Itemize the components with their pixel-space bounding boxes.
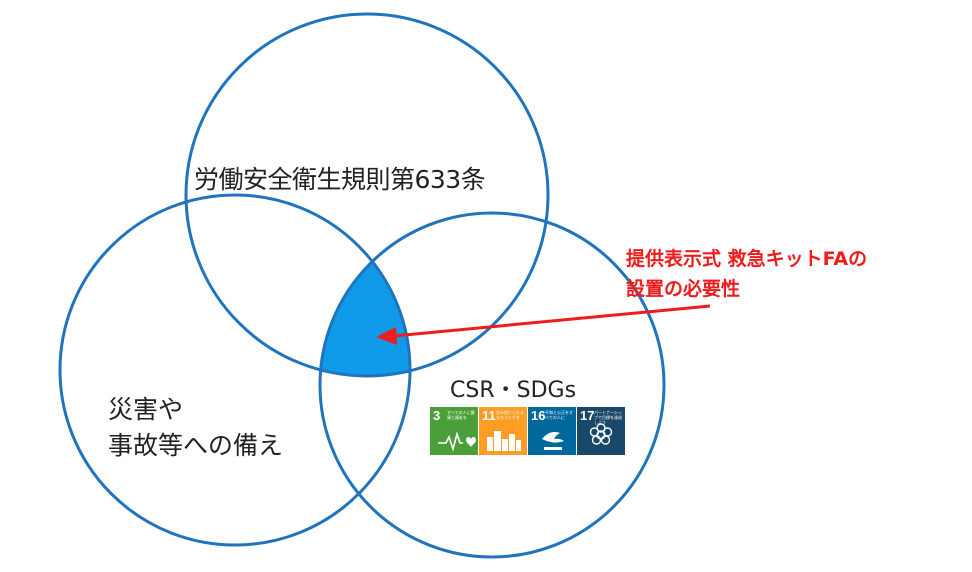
left-circle-label-line1: 災害や [108, 395, 184, 424]
callout-line1: 提供表示式 救急キットFAの [626, 248, 868, 270]
sdg-goal-16-icon: 16 平和と公正をすべての人に [528, 407, 576, 455]
left-circle-label-line2: 事故等への備え [108, 431, 284, 460]
sdg-number: 16 [531, 408, 546, 423]
city-icon [487, 431, 521, 451]
sdg-title: 住み続けられるまちづくりを [496, 410, 524, 420]
heartbeat-icon [438, 431, 476, 452]
circle-right [318, 211, 666, 559]
circle-top [184, 12, 550, 378]
callout-line2: 設置の必要性 [626, 278, 741, 300]
dove-icon [542, 431, 564, 450]
sdg-title: 平和と公正をすべての人に [545, 410, 573, 420]
left-circle-label: 災害や 事故等への備え [108, 392, 283, 464]
sdg-goal-3-icon: 3 すべての人に健康と福祉を [430, 407, 478, 455]
sdg-goal-11-icon: 11 住み続けられるまちづくりを [479, 407, 527, 455]
sdg-number: 11 [482, 408, 496, 423]
arrowhead [376, 327, 397, 345]
flower-icon [589, 423, 613, 445]
sdg-title: パートナーシップで目標を達成しよう [594, 410, 622, 425]
callout-text: 提供表示式 救急キットFAの 設置の必要性 [626, 244, 867, 304]
arrow-line [393, 304, 711, 338]
sdg-number: 3 [433, 408, 441, 423]
sdg-number: 17 [580, 408, 595, 423]
sdg-title: すべての人に健康と福祉を [447, 410, 475, 420]
sdg-icons: 3 すべての人に健康と福祉を 11 住み続けられるまちづくりを 16 平和と公正… [430, 407, 625, 455]
top-circle-label: 労働安全衛生規則第633条 [194, 165, 486, 194]
right-circle-label: CSR・SDGs [450, 378, 577, 403]
sdg-goal-17-icon: 17 パートナーシップで目標を達成しよう [577, 407, 625, 455]
circle-left [58, 193, 412, 547]
